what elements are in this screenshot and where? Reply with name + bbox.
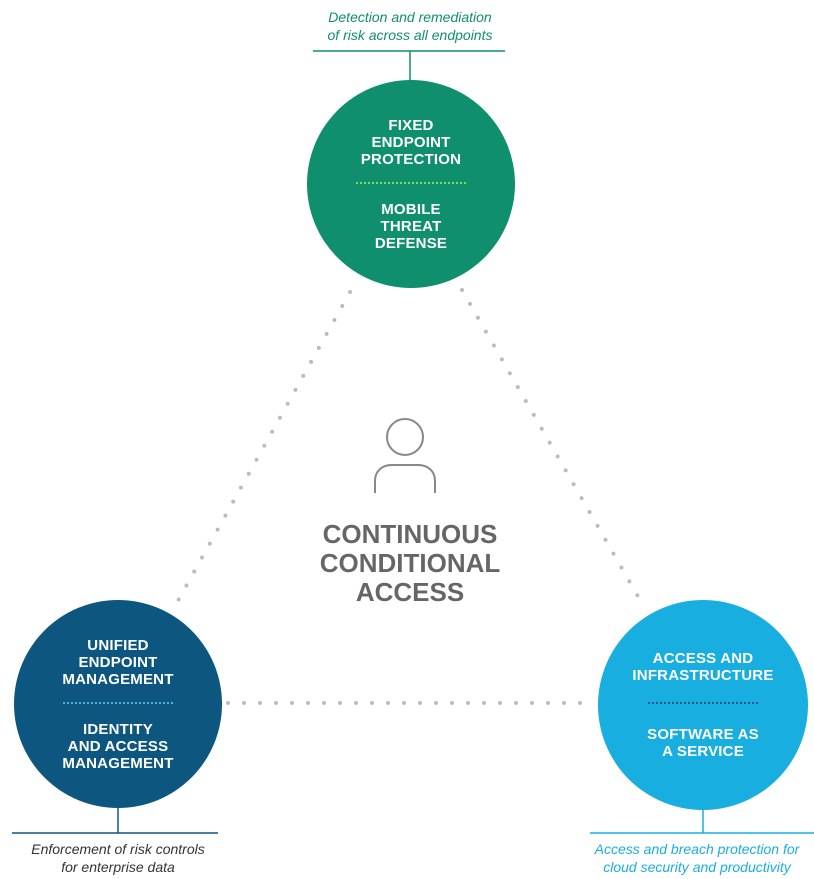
left-node-circle: UNIFIED ENDPOINT MANAGEMENT IDENTITY AND…	[14, 600, 222, 808]
fixed-endpoint-protection-label: FIXED ENDPOINT PROTECTION	[360, 116, 462, 168]
software-as-a-service-label: SOFTWARE AS A SERVICE	[647, 726, 759, 760]
left-node-divider	[63, 701, 173, 704]
top-node-caption: Detection and remediation of risk across…	[327, 9, 493, 43]
right-node-divider	[648, 702, 758, 704]
top-node-divider	[356, 181, 466, 184]
right-node-circle: ACCESS AND INFRASTRUCTURE SOFTWARE AS A …	[598, 600, 808, 810]
identity-access-management-label: IDENTITY AND ACCESS MANAGEMENT	[62, 720, 174, 772]
top-node-circle: FIXED ENDPOINT PROTECTION MOBILE THREAT …	[307, 80, 515, 288]
mobile-threat-defense-label: MOBILE THREAT DEFENSE	[374, 200, 448, 252]
right-node-caption: Access and breach protection for cloud s…	[594, 841, 800, 875]
connector-top-right	[460, 288, 645, 607]
center-title: CONTINUOUS CONDITIONAL ACCESS	[319, 519, 501, 607]
access-infrastructure-label: ACCESS AND INFRASTRUCTURE	[632, 650, 774, 684]
user-icon	[374, 418, 436, 493]
unified-endpoint-management-label: UNIFIED ENDPOINT MANAGEMENT	[62, 636, 174, 688]
left-node-caption: Enforcement of risk controls for enterpr…	[31, 841, 205, 875]
